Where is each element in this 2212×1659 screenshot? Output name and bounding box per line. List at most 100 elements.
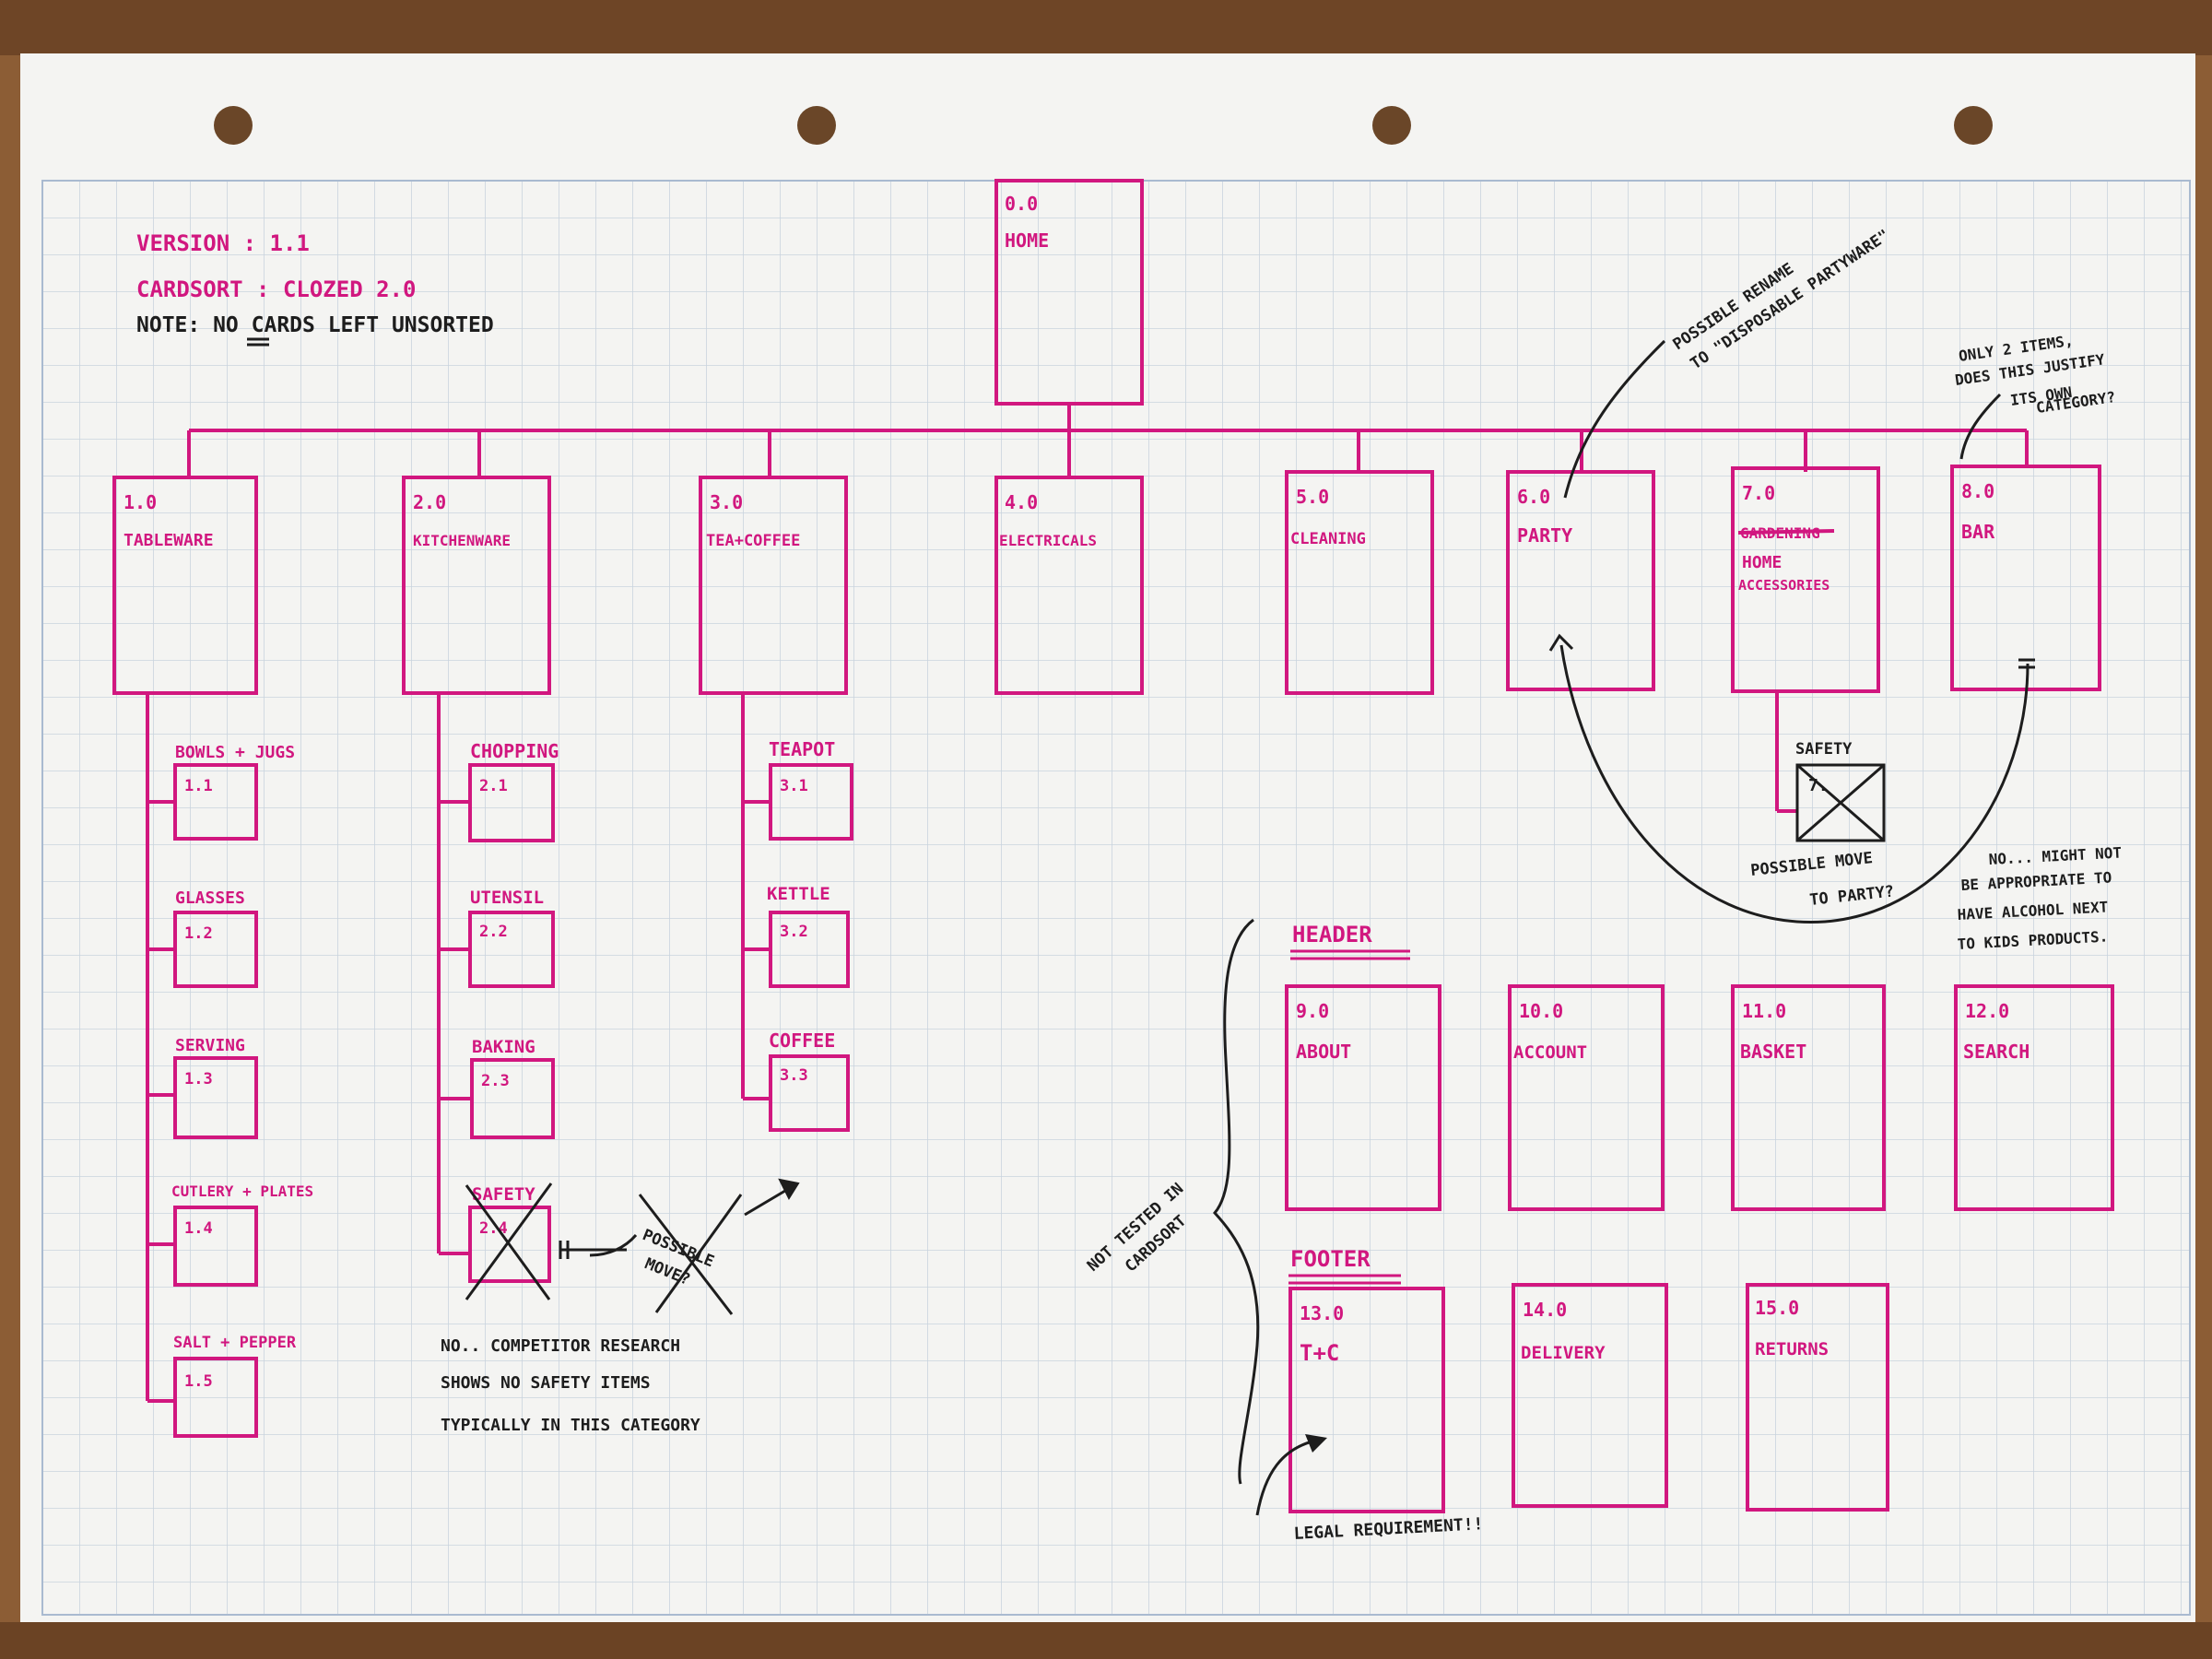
subcategory-card[interactable]: CHOPPING 2.1 — [468, 740, 559, 842]
version-notes: VERSION : 1.1 CARDSORT : CLOZED 2.0 NOTE… — [136, 230, 494, 347]
svg-text:TYPICALLY IN THIS CATEGORY: TYPICALLY IN THIS CATEGORY — [441, 1416, 700, 1435]
home-card[interactable]: 0.0 HOME — [994, 179, 1144, 406]
category-label: PARTY — [1517, 524, 1572, 547]
header-card-about[interactable]: 9.0 ABOUT — [1285, 984, 1441, 1211]
footer-section: FOOTER 13.0 T+C 14.0 DELIVERY RETURNS 15… — [1288, 1246, 1889, 1513]
competitor-note: NO.. COMPETITOR RESEARCH SHOWS NO SAFETY… — [441, 1336, 700, 1435]
subcategories-tea-coffee: TEAPOT 3.1 KETTLE 3.2 COFFEE 3.3 — [767, 738, 853, 1132]
cross-out-mark — [465, 1182, 553, 1300]
cardsort-note: CARDSORT : CLOZED 2.0 — [136, 276, 416, 302]
category-electricals[interactable]: 4.0 ELECTRICALS — [994, 476, 1144, 695]
subcategory-number: 3.1 — [780, 777, 808, 795]
safety-label: SAFETY — [1795, 740, 1853, 759]
category-bar[interactable]: 8.0 BAR — [1950, 465, 2101, 691]
subcategory-number: 1.5 — [184, 1372, 213, 1391]
card-label: ACCOUNT — [1513, 1042, 1587, 1063]
tree-connectors — [146, 404, 2029, 1403]
category-tableware[interactable]: 1.0 TABLEWARE — [112, 476, 258, 695]
subcategory-card[interactable]: KETTLE 3.2 — [767, 884, 850, 988]
svg-text:NO.. COMPETITOR RESEARCH: NO.. COMPETITOR RESEARCH — [441, 1336, 680, 1356]
category-party[interactable]: 6.0 PARTY — [1506, 470, 1655, 691]
category-number: 4.0 — [1005, 491, 1038, 513]
category-label: TABLEWARE — [124, 531, 214, 550]
category-label: HOME — [1742, 553, 1782, 572]
home-number: 0.0 — [1005, 193, 1038, 215]
category-number: 8.0 — [1961, 480, 1994, 502]
footer-card-delivery[interactable]: 14.0 DELIVERY — [1512, 1283, 1668, 1508]
category-label-line2: ACCESSORIES — [1738, 577, 1830, 594]
subcategory-label: COFFEE — [769, 1030, 835, 1052]
subcategory-label: SALT + PEPPER — [173, 1334, 297, 1352]
category-cleaning[interactable]: 5.0 CLEANING — [1285, 470, 1434, 695]
subcategory-number: 3.2 — [780, 923, 808, 941]
category-number: 1.0 — [124, 491, 157, 513]
subcategory-label: BOWLS + JUGS — [175, 743, 295, 762]
subcategory-number: 1.2 — [184, 924, 213, 943]
subcategory-label: CUTLERY + PLATES — [171, 1182, 313, 1200]
cross-out-mark — [638, 1194, 743, 1315]
card-number: 11.0 — [1742, 1000, 1786, 1022]
header-card-account[interactable]: 10.0 ACCOUNT — [1508, 984, 1665, 1211]
category-kitchenware[interactable]: 2.0 KITCHENWARE — [402, 476, 551, 695]
card-number: 10.0 — [1519, 1000, 1563, 1022]
subcategories-kitchenware: CHOPPING 2.1 UTENSIL 2.2 BAKING 2.3 SAFE… — [465, 740, 559, 1300]
card-label: BASKET — [1740, 1041, 1806, 1063]
subcategory-card[interactable]: CUTLERY + PLATES 1.4 — [171, 1182, 313, 1287]
category-label: ELECTRICALS — [999, 532, 1097, 549]
category-label: CLEANING — [1290, 530, 1366, 548]
category-label: KITCHENWARE — [413, 532, 511, 549]
category-label: TEA+COFFEE — [706, 532, 800, 550]
subcategory-card-safety-crossed[interactable]: SAFETY 2.4 — [465, 1182, 553, 1300]
subcategory-card[interactable]: UTENSIL 2.2 — [468, 888, 555, 988]
category-tea-coffee[interactable]: 3.0 TEA+COFFEE — [699, 476, 848, 695]
subcategory-card[interactable]: SALT + PEPPER 1.5 — [173, 1334, 297, 1438]
subcategory-label: GLASSES — [175, 888, 245, 908]
bar-pointer — [1959, 393, 2002, 460]
move-arrow — [1559, 644, 2030, 924]
footer-card-returns[interactable]: RETURNS 15.0 — [1746, 1283, 1889, 1512]
category-number: 6.0 — [1517, 486, 1550, 508]
safety-card-home-accessories[interactable]: SAFETY 7. — [1795, 740, 1886, 842]
grid-area — [41, 180, 2191, 1616]
subcategory-card[interactable]: SERVING 1.3 — [173, 1036, 258, 1139]
subcategory-number: 1.4 — [184, 1219, 213, 1238]
card-number: 13.0 — [1300, 1302, 1344, 1324]
category-cards: 1.0 TABLEWARE 2.0 KITCHENWARE 3.0 TEA+CO… — [112, 465, 2101, 695]
subcategory-card[interactable]: GLASSES 1.2 — [173, 888, 258, 988]
cross-out-mark — [1796, 763, 1885, 842]
subcategories-tableware: BOWLS + JUGS 1.1 GLASSES 1.2 SERVING 1.3… — [171, 743, 313, 1438]
version-note: VERSION : 1.1 — [136, 230, 310, 256]
subcategory-number: 2.3 — [481, 1072, 510, 1090]
category-number: 7.0 — [1742, 482, 1775, 504]
subcategory-label: KETTLE — [767, 884, 830, 904]
home-label: HOME — [1005, 229, 1049, 252]
header-card-basket[interactable]: 11.0 BASKET — [1731, 984, 1886, 1211]
subcategory-label: UTENSIL — [470, 888, 544, 908]
footer-card-tc[interactable]: 13.0 T+C — [1288, 1287, 1445, 1513]
footer-title: FOOTER — [1290, 1246, 1371, 1272]
subcategory-card[interactable]: TEAPOT 3.1 — [769, 738, 853, 841]
category-number: 5.0 — [1296, 486, 1329, 508]
subcategory-card[interactable]: BOWLS + JUGS 1.1 — [173, 743, 295, 841]
brace — [1213, 918, 1260, 1485]
card-label: DELIVERY — [1521, 1343, 1606, 1363]
header-card-search[interactable]: 12.0 SEARCH — [1954, 984, 2114, 1211]
card-label: ABOUT — [1296, 1041, 1351, 1063]
card-label: T+C — [1300, 1340, 1339, 1366]
card-number: 14.0 — [1523, 1299, 1567, 1321]
category-label: BAR — [1961, 521, 1995, 543]
card-number: 12.0 — [1965, 1000, 2009, 1022]
header-section: HEADER 9.0 ABOUT 10.0 ACCOUNT 11.0 BASKE… — [1285, 922, 2114, 1211]
subcategory-number: 1.3 — [184, 1070, 213, 1088]
subcategory-card[interactable]: COFFEE 3.3 — [769, 1030, 850, 1132]
rename-pointer — [1563, 339, 1666, 499]
safety-number: 7. — [1808, 776, 1829, 795]
category-home-accessories[interactable]: 7.0 GARDENING HOME ACCESSORIES — [1731, 466, 1880, 693]
subcategory-label: BAKING — [472, 1037, 535, 1057]
subcategory-number: 2.1 — [479, 777, 508, 795]
subcategory-card[interactable]: BAKING 2.3 — [470, 1037, 555, 1139]
subcategory-label: CHOPPING — [470, 740, 559, 762]
subcategory-number: 2.2 — [479, 923, 508, 941]
subcategory-label: TEAPOT — [769, 738, 835, 760]
subcategory-number: 1.1 — [184, 777, 213, 795]
